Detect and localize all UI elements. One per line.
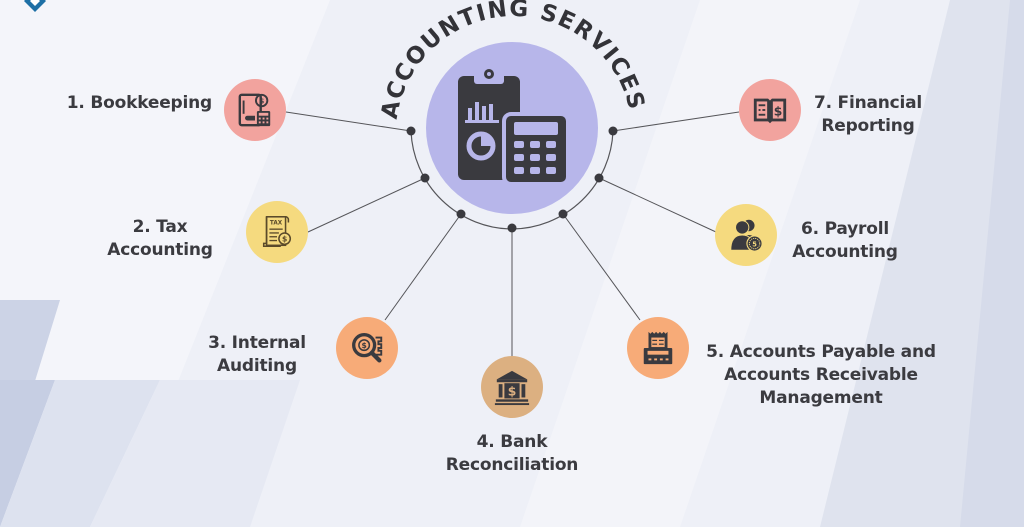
svg-text:$: $ (508, 385, 517, 399)
service-4-icon-circle: $ (481, 356, 543, 418)
service-7-icon-circle: $ (739, 79, 801, 141)
service-3-icon-circle: $ (336, 317, 398, 379)
svg-text:TAX: TAX (270, 220, 283, 226)
svg-text:$: $ (774, 105, 783, 119)
brand-logo-icon (24, 0, 46, 12)
svg-text:$: $ (259, 96, 264, 105)
svg-text:$: $ (282, 235, 287, 244)
hub-circle (426, 42, 598, 214)
service-5-icon-circle (627, 317, 689, 379)
service-6-label: 6. Payroll Accounting (792, 219, 898, 262)
service-4-label: 4. Bank Reconciliation (445, 432, 579, 475)
ledger-calculator-icon: $ (238, 93, 271, 127)
tax-document-icon: TAX $ (262, 216, 292, 248)
service-1-label: 1. Bookkeeping (66, 93, 212, 113)
people-coin-icon: 5 (730, 219, 763, 252)
service-2-label: 2. Tax Accounting (107, 217, 213, 260)
service-1-icon-circle: $ (224, 79, 286, 141)
service-6-icon-circle: 5 (715, 204, 777, 266)
bank-icon: $ (494, 370, 530, 406)
service-7-label: 7. Financial Reporting (813, 93, 923, 136)
service-5-label: 5. Accounts Payable and Accounts Receiva… (706, 342, 936, 408)
svg-text:$: $ (362, 341, 367, 350)
magnifier-dollar-icon: $ (352, 333, 383, 363)
clipboard-calculator-icon (458, 69, 570, 186)
svg-text:5: 5 (752, 240, 757, 248)
service-2-icon-circle: TAX $ (246, 201, 308, 263)
service-3-label: 3. Internal Auditing (208, 333, 306, 376)
cash-register-icon (643, 331, 673, 365)
report-book-icon: $ (753, 98, 787, 124)
